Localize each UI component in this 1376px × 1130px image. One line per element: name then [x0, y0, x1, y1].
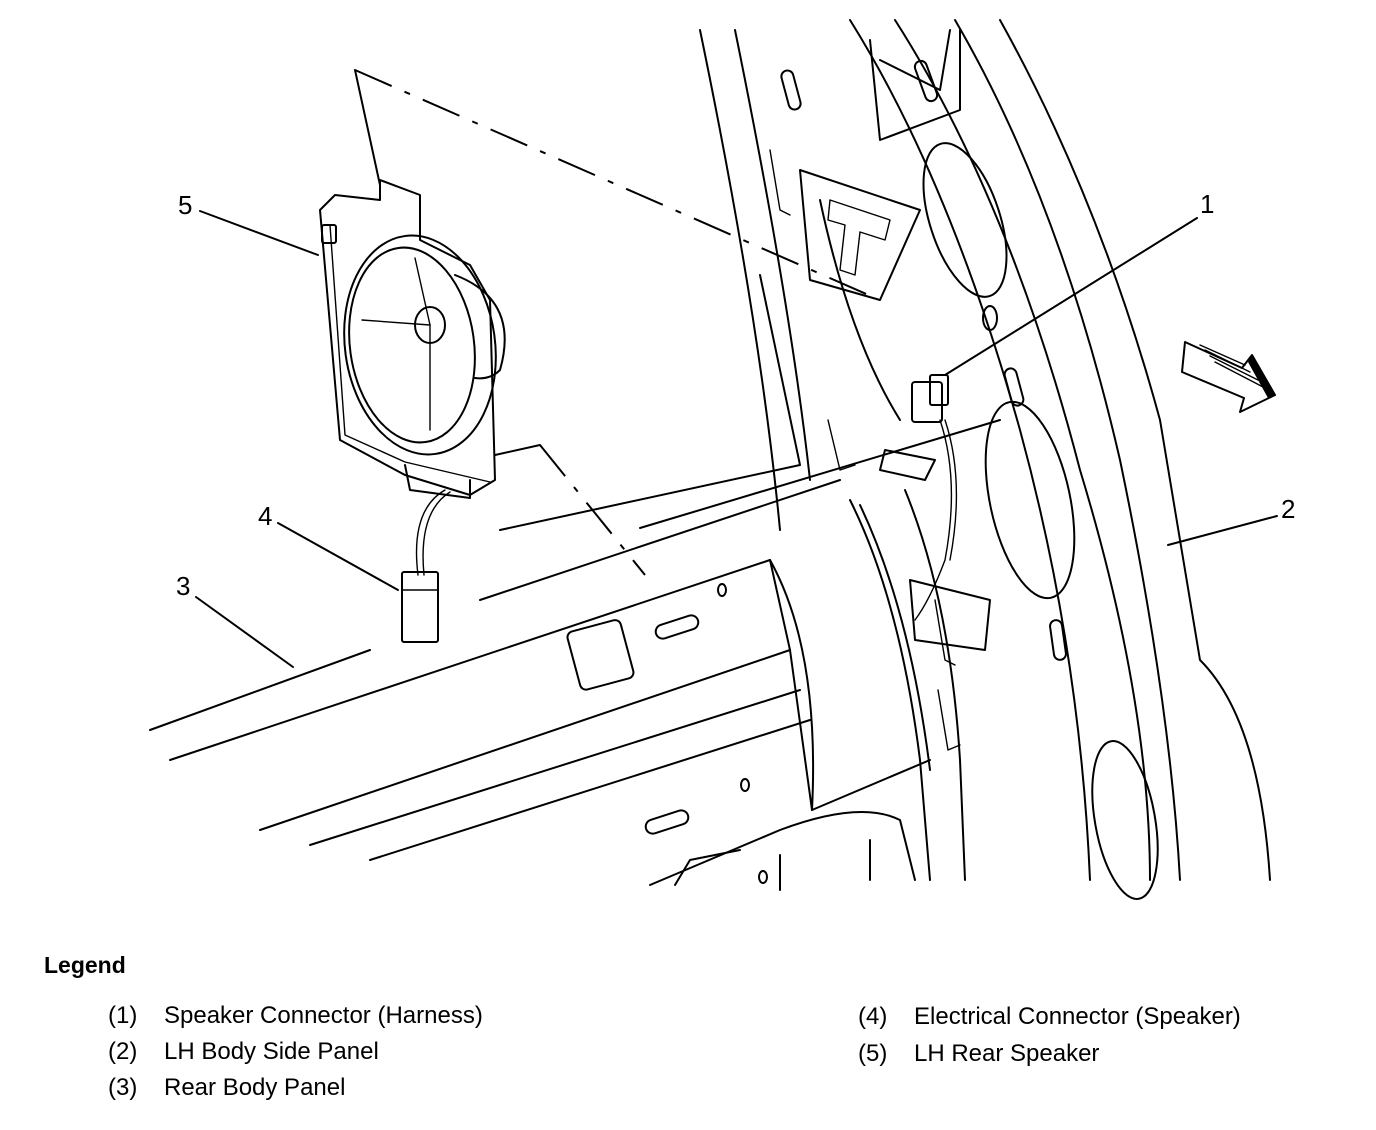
legend: Legend (1) Speaker Connector (Harness) (2…: [0, 940, 1376, 1130]
legend-number: (2): [108, 1038, 138, 1065]
lh-rear-speaker: [319, 179, 506, 499]
legend-label: LH Body Side Panel: [164, 1038, 379, 1065]
legend-item-4: (4) Electrical Connector (Speaker): [858, 1003, 1241, 1031]
legend-item-2: (2) LH Body Side Panel: [108, 1038, 379, 1066]
speaker-connector-harness: [911, 374, 958, 621]
front-direction-arrow: [1181, 341, 1276, 413]
legend-item-3: (3) Rear Body Panel: [108, 1074, 345, 1102]
lh-body-side-panel: [699, 19, 1271, 900]
callout-5: 5: [178, 190, 192, 220]
legend-number: (1): [108, 1002, 138, 1029]
legend-number: (3): [108, 1074, 138, 1101]
callout-leaders: [195, 210, 1278, 668]
callout-1: 1: [1200, 189, 1214, 219]
legend-label: LH Rear Speaker: [914, 1040, 1100, 1067]
legend-number: (4): [858, 1003, 888, 1030]
legend-label: Electrical Connector (Speaker): [914, 1003, 1241, 1030]
legend-number: (5): [858, 1040, 888, 1067]
speaker-electrical-connector: [401, 489, 451, 643]
legend-label: Speaker Connector (Harness): [164, 1002, 483, 1029]
callout-4: 4: [258, 501, 272, 531]
legend-item-1: (1) Speaker Connector (Harness): [108, 1002, 483, 1030]
callout-3: 3: [176, 571, 190, 601]
rear-body-panel: [149, 419, 1001, 891]
legend-label: Rear Body Panel: [164, 1074, 346, 1101]
legend-title: Legend: [44, 952, 126, 978]
callout-2: 2: [1281, 494, 1295, 524]
legend-item-5: (5) LH Rear Speaker: [858, 1040, 1099, 1068]
speaker-mount-outline: [354, 69, 921, 576]
speaker-installation-diagram: 1 2 3 4 5: [149, 19, 1295, 900]
